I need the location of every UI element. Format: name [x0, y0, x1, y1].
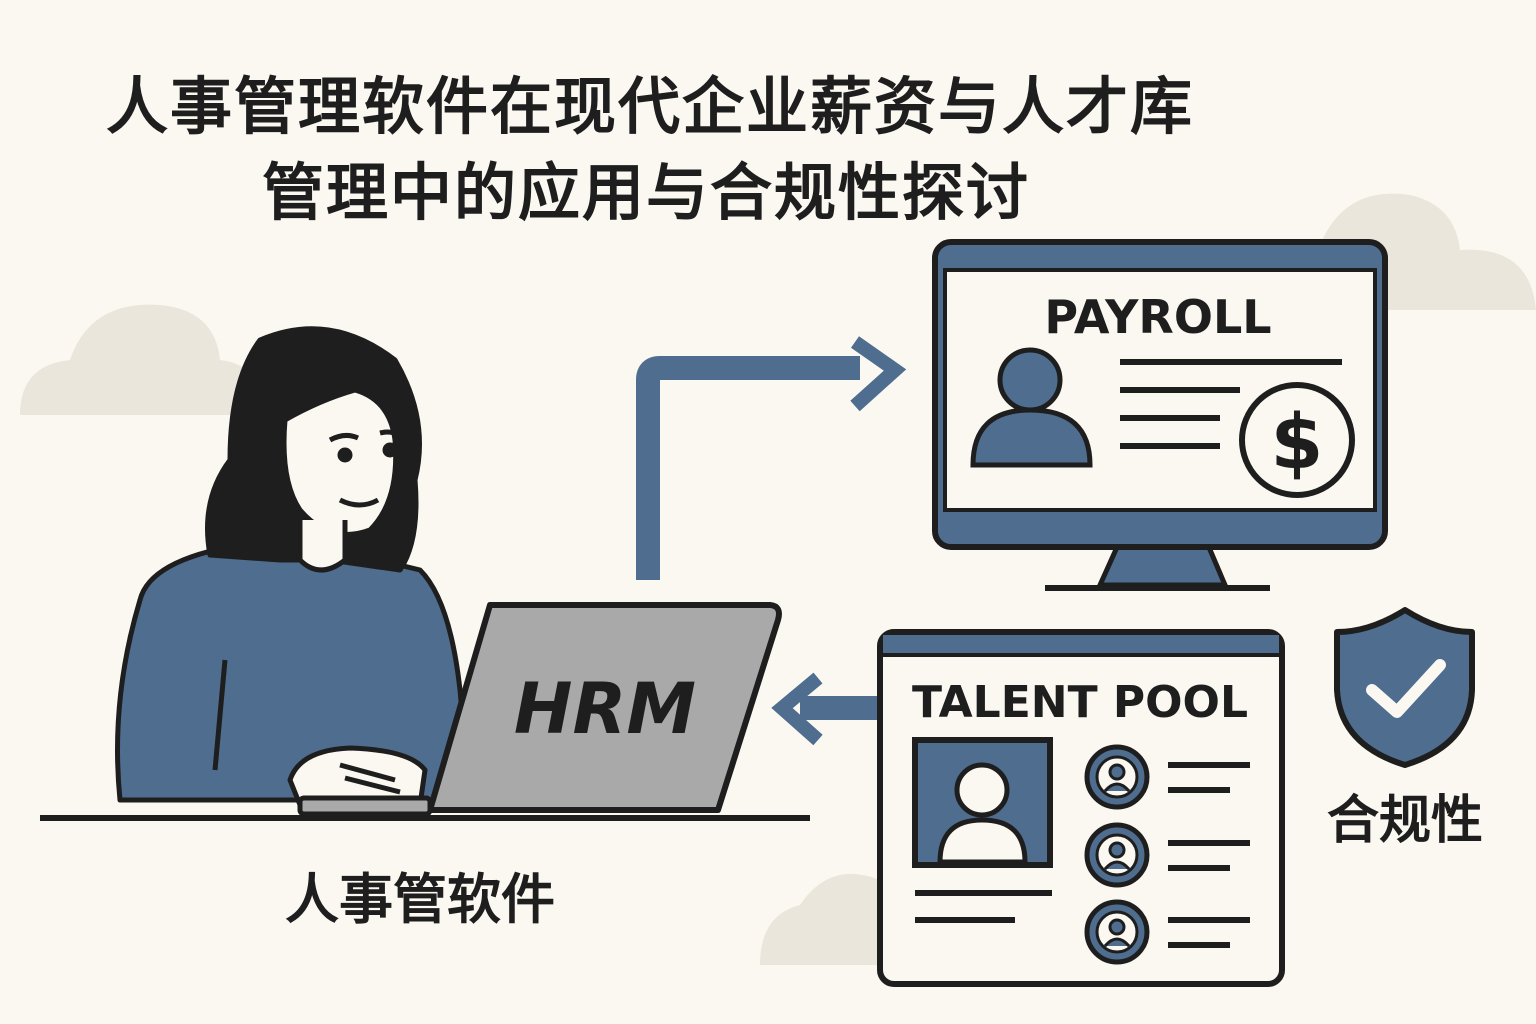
- page-title-line2: 管理中的应用与合规性探讨: [262, 156, 1031, 229]
- svg-text:$: $: [1271, 397, 1324, 486]
- hr-software-caption: 人事管软件: [285, 868, 555, 931]
- arrow-to-payroll: [636, 336, 907, 580]
- talent-pool-label: TALENT POOL: [912, 677, 1248, 728]
- candidate-avatar-icon: [1084, 744, 1150, 810]
- shield-check-icon: [1334, 607, 1475, 768]
- person-figure: [115, 326, 473, 808]
- laptop-label: HRM: [514, 668, 696, 750]
- page-title-line1: 人事管理软件在现代企业薪资与人才库: [106, 70, 1195, 143]
- candidate-avatar-icon: [1084, 899, 1150, 965]
- candidate-avatar-icon: [1084, 822, 1150, 888]
- payroll-monitor: PAYROLL $: [932, 239, 1388, 591]
- profile-photo-icon: [912, 737, 1053, 868]
- candidate-list: [1084, 744, 1250, 965]
- arrow-to-laptop: [771, 672, 880, 746]
- laptop: HRM: [297, 602, 782, 817]
- payroll-label: PAYROLL: [1044, 290, 1271, 344]
- user-icon: [970, 347, 1093, 468]
- dollar-icon: $: [1239, 382, 1355, 498]
- compliance-label: 合规性: [1327, 791, 1483, 851]
- talent-pool-window: TALENT POOL: [877, 629, 1285, 987]
